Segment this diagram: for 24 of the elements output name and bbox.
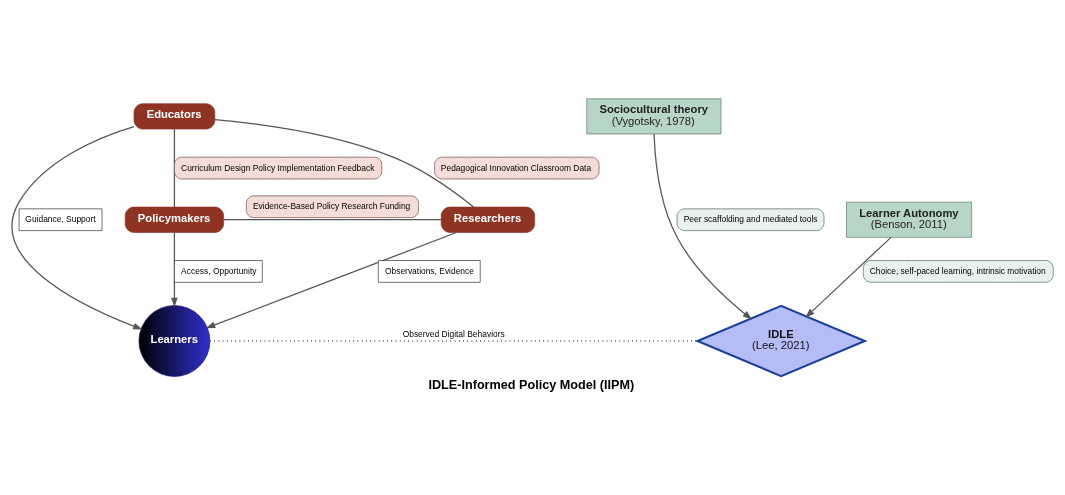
caption: IDLE-Informed Policy Model (IIPM) [428,377,635,392]
edge-label: Peer scaffolding and mediated tools [683,214,818,225]
arrow [205,231,458,329]
arrow [653,133,753,320]
connector [210,339,698,343]
connector [223,219,442,221]
node-box: Educators [133,103,216,130]
edge-label: Access, Opportunity [181,265,257,276]
node-box: Researchers [440,206,536,233]
connector [214,119,475,208]
arrow [11,126,143,330]
edge-label: Observations, Evidence [384,265,474,276]
node-circle: Learners [138,305,211,377]
node-box: Sociocultural theory (Vygotsky, 1978) [586,98,722,135]
edge-label: Guidance, Support [25,214,96,225]
node-box: Policymakers [124,206,224,233]
edge-label: Curriculum Design Policy Implementation Feedback [181,162,375,173]
arrow [805,236,892,318]
node-diamond: IDLE (Lee, 2021) [694,304,868,378]
edge-label: Choice, self-paced learning, intrinsic motivation [869,265,1046,276]
node-box: Learner Autonomy (Benson, 2011) [846,201,972,238]
edge-label: Observed Digital Behaviors [402,328,505,339]
edge-label: Evidence-Based Policy Research Funding [252,201,411,212]
edge-label: Pedagogical Innovation Classroom Data [440,162,592,173]
